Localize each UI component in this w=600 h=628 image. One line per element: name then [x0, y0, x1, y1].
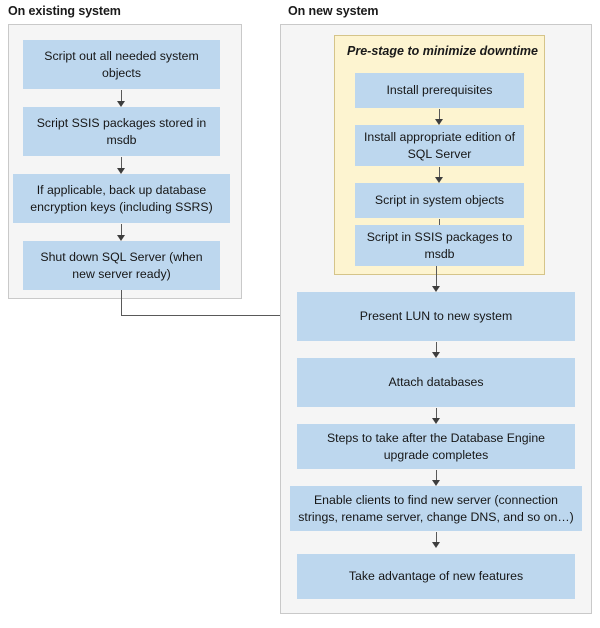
node-label: Script out all needed system objects — [44, 49, 199, 80]
node-label: Present LUN to new system — [359, 309, 513, 324]
connector-existing-to-new-vertical — [121, 290, 123, 316]
arrow-down-icon — [117, 157, 126, 174]
node-take-advantage-new-features[interactable]: Take advantage of new features — [297, 554, 575, 599]
node-label: If applicable, back up database encrypti… — [30, 183, 213, 214]
node-enable-clients[interactable]: Enable clients to find new server (conne… — [290, 486, 582, 531]
arrow-down-icon — [432, 408, 441, 424]
node-script-in-system-objects[interactable]: Script in system objects — [355, 183, 524, 218]
node-label: Shut down SQL Server (when new server re… — [40, 250, 203, 281]
arrow-down-icon — [117, 90, 126, 107]
panel-title-new-system: On new system — [288, 4, 379, 18]
node-label: Take advantage of new features — [348, 569, 524, 584]
node-shut-down-sql-server[interactable]: Shut down SQL Server (when new server re… — [23, 241, 220, 290]
node-label: Install appropriate edition of SQL Serve… — [363, 130, 516, 161]
arrow-down-icon — [432, 342, 441, 358]
arrow-down-icon — [435, 109, 444, 125]
node-label: Script in system objects — [374, 193, 505, 208]
node-script-in-ssis-packages[interactable]: Script in SSIS packages to msdb — [355, 225, 524, 266]
panel-title-existing-system: On existing system — [8, 4, 121, 18]
arrow-down-icon — [117, 224, 126, 241]
node-label: Enable clients to find new server (conne… — [298, 493, 574, 524]
node-label: Attach databases — [388, 375, 484, 390]
node-script-ssis-packages[interactable]: Script SSIS packages stored in msdb — [23, 107, 220, 156]
node-script-out-system-objects[interactable]: Script out all needed system objects — [23, 40, 220, 89]
node-label: Script SSIS packages stored in msdb — [36, 116, 207, 147]
node-label: Script in SSIS packages to msdb — [366, 230, 513, 261]
arrow-down-icon — [435, 167, 444, 183]
node-present-lun[interactable]: Present LUN to new system — [297, 292, 575, 341]
node-install-prerequisites[interactable]: Install prerequisites — [355, 73, 524, 108]
node-label: Steps to take after the Database Engine … — [326, 431, 546, 462]
arrow-down-icon — [432, 532, 441, 548]
node-post-upgrade-steps[interactable]: Steps to take after the Database Engine … — [297, 424, 575, 469]
prestage-group-label: Pre-stage to minimize downtime — [347, 44, 539, 58]
node-label: Install prerequisites — [386, 83, 493, 98]
node-back-up-encryption-keys[interactable]: If applicable, back up database encrypti… — [13, 174, 230, 223]
node-install-sql-server-edition[interactable]: Install appropriate edition of SQL Serve… — [355, 125, 524, 166]
arrow-down-icon — [432, 266, 441, 292]
arrow-down-icon — [432, 470, 441, 486]
connector-existing-to-new-horizontal — [121, 315, 289, 317]
node-attach-databases[interactable]: Attach databases — [297, 358, 575, 407]
